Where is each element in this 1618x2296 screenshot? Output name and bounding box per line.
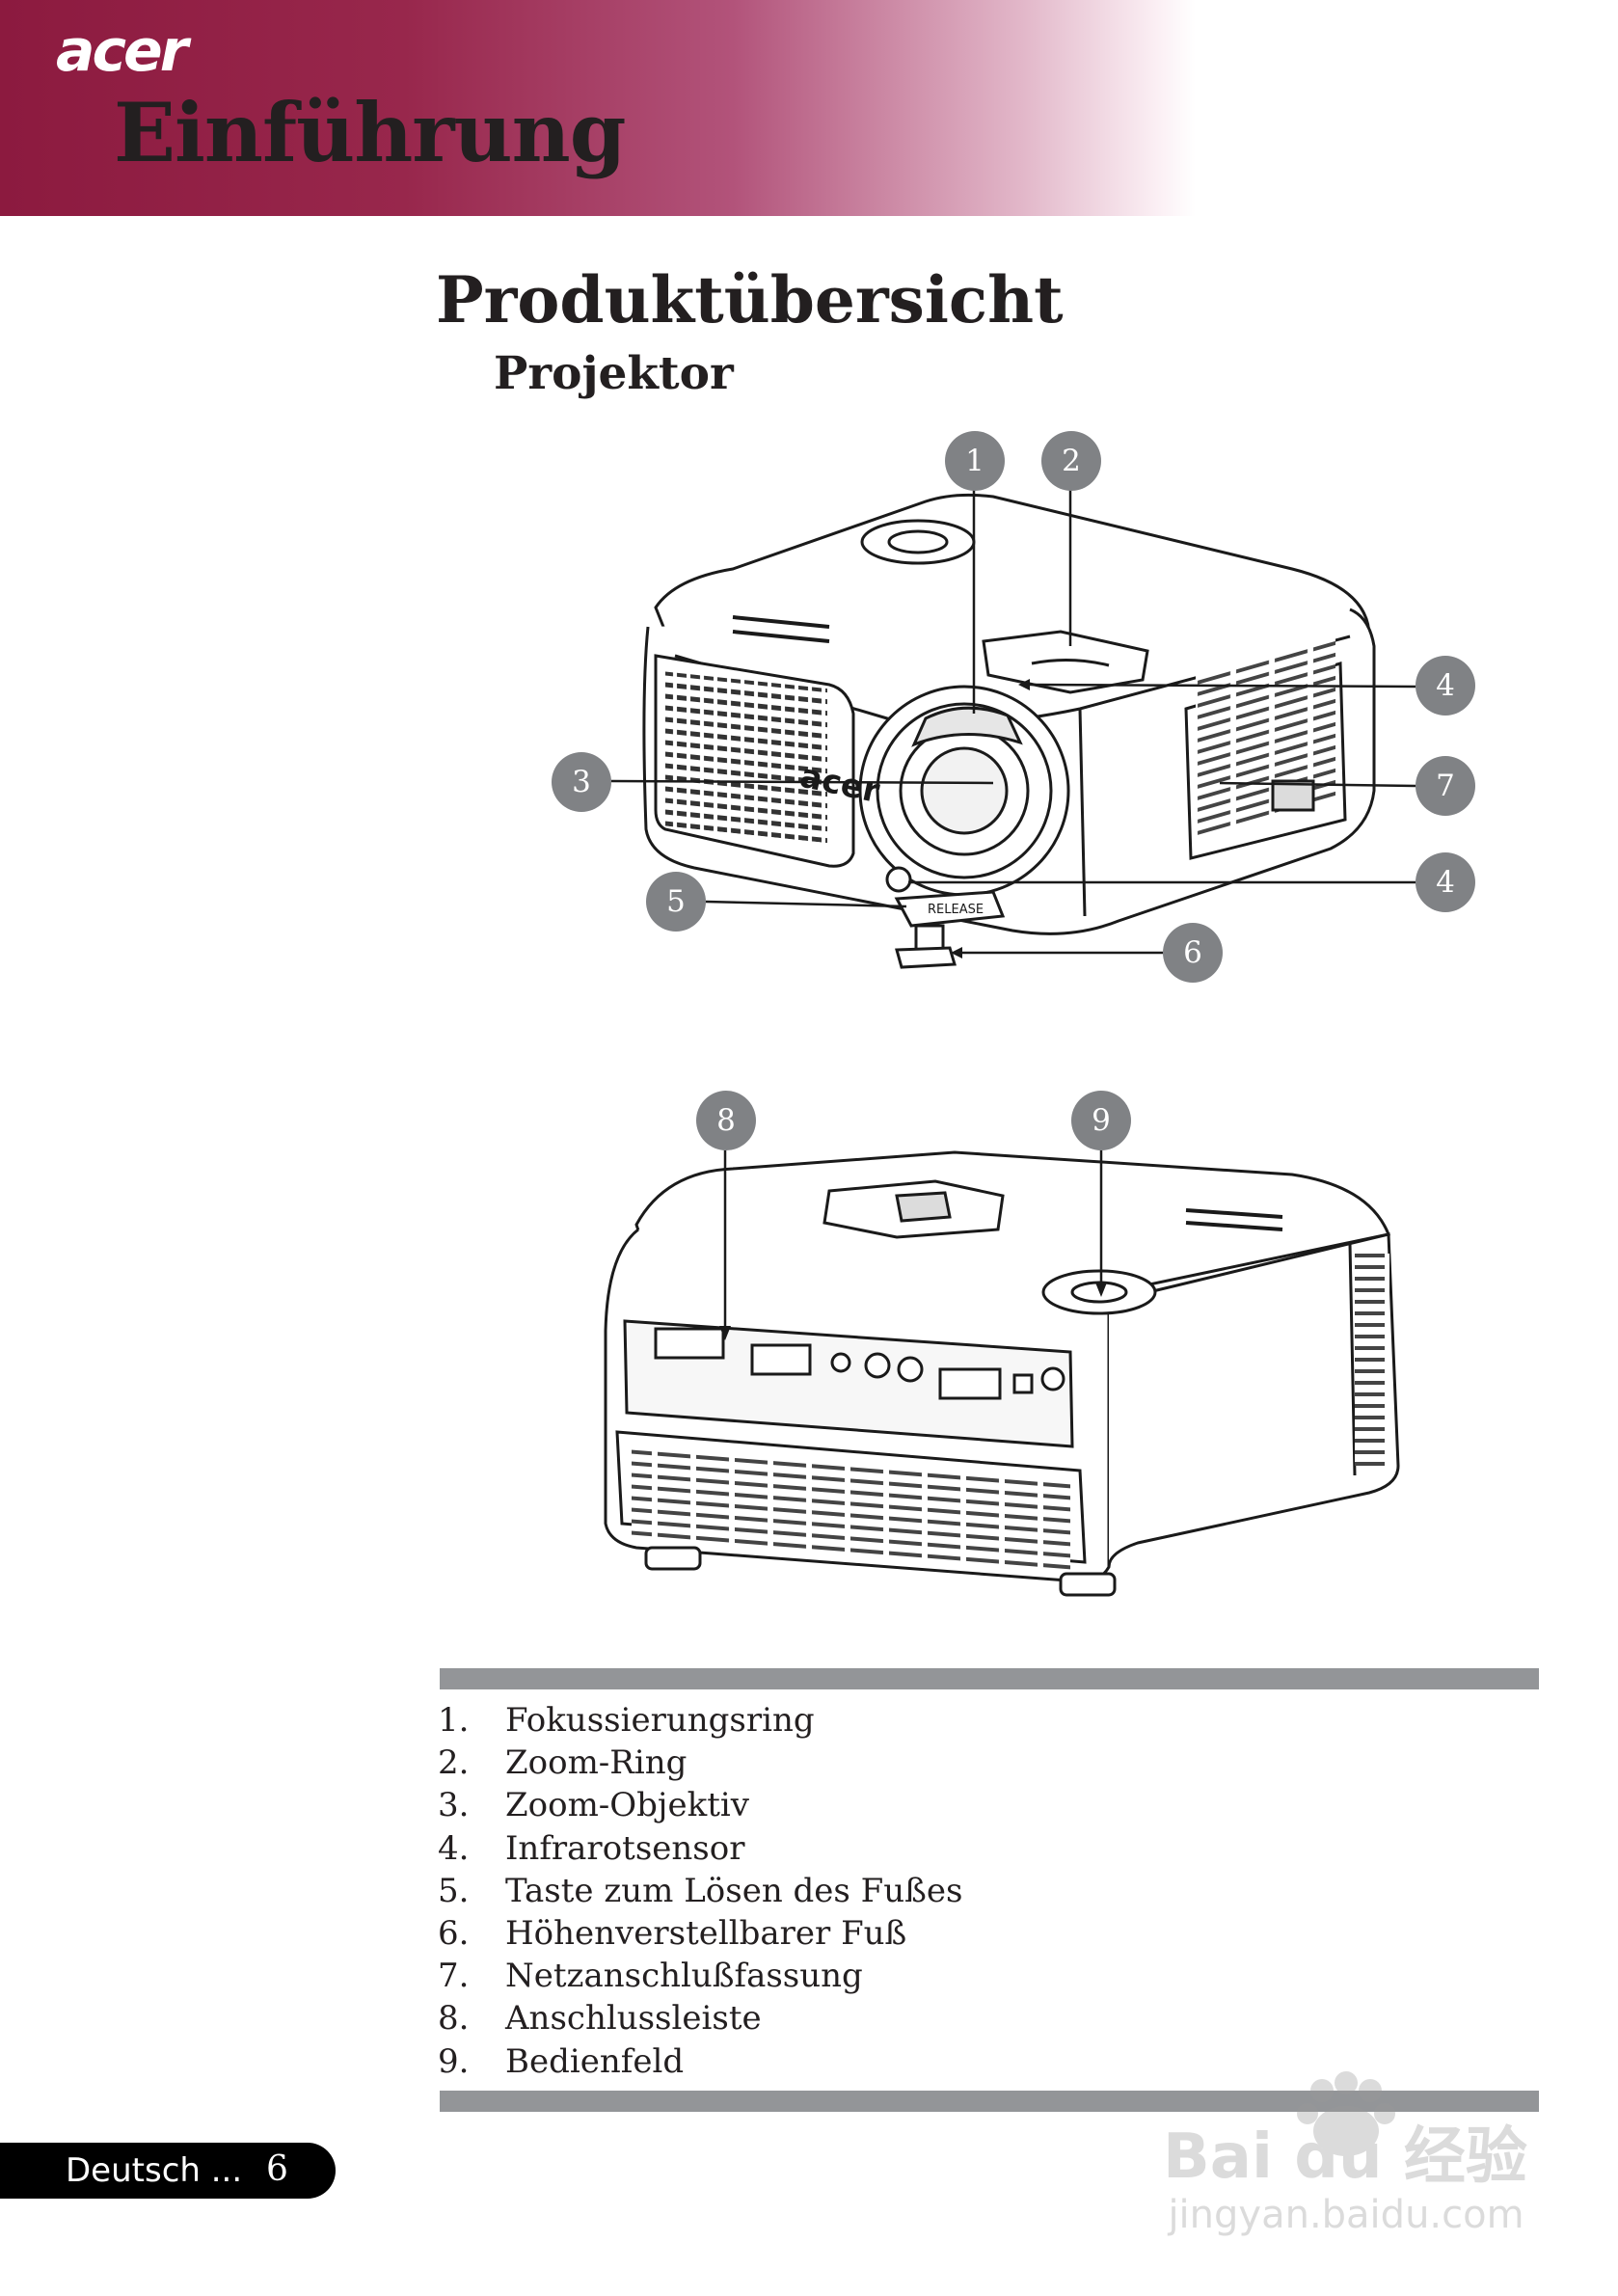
leader-lines-rear: [723, 1150, 1103, 1326]
list-item: 4.Infrarotsensor: [438, 1828, 745, 1868]
callout-4-top: 4: [1416, 656, 1475, 716]
projector-front-view: [642, 493, 1376, 969]
list-item: 5.Taste zum Lösen des Fußes: [438, 1871, 963, 1910]
list-item: 3.Zoom-Objektiv: [438, 1786, 749, 1825]
list-item: 8.Anschlussleiste: [438, 1999, 762, 2039]
list-item: 1.Fokussierungsring: [438, 1701, 815, 1740]
svg-text:Bai du 经验: Bai du 经验: [1163, 2121, 1527, 2189]
callout-2: 2: [1041, 431, 1101, 491]
callout-4-bottom: 4: [1416, 852, 1475, 912]
callout-6: 6: [1163, 923, 1223, 983]
projector-illustration: acer RELEASE: [604, 490, 1416, 1597]
callout-5: 5: [646, 872, 706, 932]
callout-1: 1: [945, 431, 1005, 491]
callout-9: 9: [1071, 1091, 1131, 1150]
page-title: Produktübersicht: [436, 262, 1064, 338]
footer-page-tab: Deutsch ... 6: [0, 2143, 336, 2199]
page-number: 6: [266, 2149, 288, 2189]
leader-lines-front: [610, 490, 1416, 955]
section-title: Projektor: [494, 347, 734, 400]
list-top-rule: [440, 1668, 1539, 1689]
acer-logo: acer: [56, 17, 188, 85]
projector-rear-view: [604, 1150, 1400, 1597]
release-button-text: RELEASE: [928, 903, 984, 917]
callout-7: 7: [1416, 756, 1475, 816]
list-item: 2.Zoom-Ring: [438, 1743, 688, 1783]
list-item: 6.Höhenverstellbarer Fuß: [438, 1913, 907, 1953]
footer-language: Deutsch ...: [66, 2151, 243, 2190]
chapter-title: Einführung: [114, 85, 626, 180]
paw-icon: Bai du 经验: [1163, 2071, 1527, 2193]
list-item: 7.Netzanschlußfassung: [438, 1957, 863, 1996]
parts-list: 1.Fokussierungsring 2.Zoom-Ring 3.Zoom-O…: [438, 1699, 962, 2083]
callout-3: 3: [552, 752, 611, 812]
watermark-url: jingyan.baidu.com: [1168, 2193, 1524, 2237]
leader-arrowheads: [719, 679, 1107, 1340]
baidu-watermark: Bai du 经验 jingyan.baidu.com: [1153, 2064, 1539, 2256]
list-item: 9.Bedienfeld: [438, 2041, 685, 2081]
header-band: [0, 0, 1618, 216]
list-bottom-rule: [440, 2091, 1539, 2112]
callout-8: 8: [696, 1091, 756, 1150]
